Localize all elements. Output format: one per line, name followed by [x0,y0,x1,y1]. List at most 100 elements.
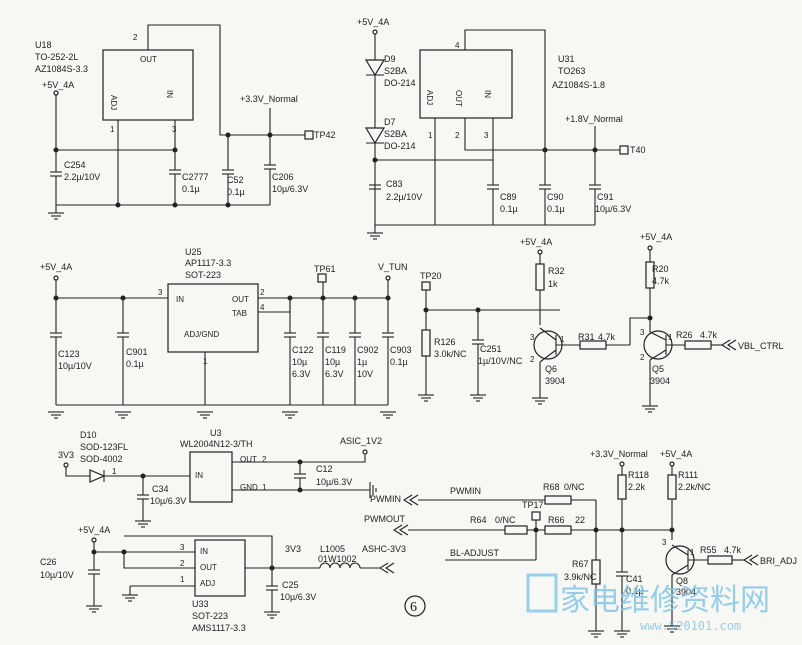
svg-text:2: 2 [455,131,460,140]
svg-text:4.7k: 4.7k [724,545,742,555]
svg-text:OUT: OUT [232,295,249,304]
svg-text:1k: 1k [548,279,558,289]
svg-text:SOD-123FL: SOD-123FL [80,442,128,452]
svg-text:0/NC: 0/NC [564,482,585,492]
svg-text:D7: D7 [384,117,396,127]
svg-text:R66: R66 [548,515,565,525]
svg-text:1: 1 [110,125,115,134]
svg-text:10µ: 10µ [292,357,307,367]
svg-text:R111: R111 [678,470,698,480]
svg-text:+5V_4A: +5V_4A [520,237,552,247]
svg-text:Q5: Q5 [652,364,664,374]
svg-text:2.2k/NC: 2.2k/NC [678,482,711,492]
svg-text:C52: C52 [227,175,244,185]
svg-text:10µ: 10µ [325,357,340,367]
svg-text:WL2004N12-3/TH: WL2004N12-3/TH [180,439,253,449]
svg-text:3: 3 [484,131,489,140]
svg-text:3: 3 [158,288,163,297]
svg-text:3V3: 3V3 [58,450,74,460]
svg-text:6.3V: 6.3V [292,369,311,379]
watermark: 家电维修资料网 www.520101.com [526,573,770,633]
svg-text:C89: C89 [500,192,517,202]
svg-text:TO263: TO263 [558,66,585,76]
svg-text:ASHC-3V3: ASHC-3V3 [362,544,406,554]
svg-text:2: 2 [262,455,267,464]
svg-text:TAB: TAB [232,309,247,318]
svg-text:SOD-4002: SOD-4002 [80,454,123,464]
svg-text:AZ1084S-3.3: AZ1084S-3.3 [35,64,88,74]
svg-text:1: 1 [180,575,185,584]
svg-text:D10: D10 [80,430,97,440]
svg-text:+5V_4A: +5V_4A [357,17,389,27]
svg-text:C122: C122 [292,345,314,355]
svg-text:10µ/6.3V: 10µ/6.3V [316,477,352,487]
svg-text:R20: R20 [652,264,669,274]
svg-text:C123: C123 [58,349,80,359]
svg-text:OUT: OUT [240,455,257,464]
svg-text:ADJ/GND: ADJ/GND [184,330,219,339]
u31-body [419,49,513,119]
svg-text:6.3V: 6.3V [325,369,344,379]
svg-text:4.7k: 4.7k [700,330,718,340]
svg-text:4.7k: 4.7k [652,276,670,286]
svg-text:PWMIN: PWMIN [370,494,401,504]
svg-text:0.1µ: 0.1µ [390,357,408,367]
svg-text:2: 2 [260,288,265,297]
svg-text:C206: C206 [272,172,294,182]
svg-text:AMS1117-3.3: AMS1117-3.3 [192,623,246,633]
svg-text:3904: 3904 [676,587,696,597]
svg-text:U25: U25 [185,247,202,257]
svg-text:2.2µ/10V: 2.2µ/10V [386,192,422,202]
svg-text:TP17: TP17 [522,500,544,510]
svg-text:IN: IN [165,90,174,98]
svg-text:10µ/6.3V: 10µ/6.3V [595,204,631,214]
svg-text:C25: C25 [282,580,299,590]
svg-text:DO-214: DO-214 [384,141,416,151]
svg-text:ADJ: ADJ [425,90,434,105]
svg-text:VBL_CTRL: VBL_CTRL [738,341,784,351]
svg-text:AP1117-3.3: AP1117-3.3 [185,258,231,268]
svg-text:2.2k: 2.2k [628,482,646,492]
svg-text:+3.3V_Normal: +3.3V_Normal [240,94,298,104]
svg-text:IN: IN [483,90,492,98]
svg-text:R26: R26 [676,330,693,340]
svg-text:3.0k/NC: 3.0k/NC [434,349,467,359]
svg-text:ADJ: ADJ [200,579,215,588]
svg-text:C903: C903 [390,345,412,355]
u18-block: U18 TO-252-2L AZ1084S-3.3 OUT ADJ IN 2 1… [35,24,336,220]
svg-text:+3.3V_Normal: +3.3V_Normal [590,449,648,459]
svg-text:1: 1 [112,467,117,476]
svg-text:10µ/10V: 10µ/10V [58,361,92,371]
svg-text:PWMIN: PWMIN [450,486,481,496]
svg-text:U33: U33 [192,599,209,609]
svg-text:R126: R126 [434,337,456,347]
svg-text:0.1µ: 0.1µ [182,184,200,194]
svg-text:U3: U3 [210,428,222,438]
svg-text:0/NC: 0/NC [495,515,516,525]
svg-text:ADJ: ADJ [109,95,118,110]
svg-text:C119: C119 [325,345,346,355]
svg-text:C91: C91 [597,192,614,202]
svg-text:C34: C34 [152,484,169,494]
svg-text:S2BA: S2BA [384,129,407,139]
svg-text:0.1µ: 0.1µ [547,204,565,214]
svg-text:3V3: 3V3 [285,544,301,554]
svg-text:R32: R32 [548,266,565,276]
svg-text:U31: U31 [558,54,575,64]
svg-text:+5V_4A: +5V_4A [40,262,72,272]
svg-text:2: 2 [530,355,535,364]
svg-text:C83: C83 [386,179,403,189]
svg-text:R31: R31 [578,332,595,342]
svg-text:C26: C26 [40,557,57,567]
svg-text:3: 3 [640,328,645,337]
svg-text:1: 1 [560,335,565,344]
svg-text:10µ/6.3V: 10µ/6.3V [272,184,308,194]
svg-text:3: 3 [530,333,535,342]
svg-text:C90: C90 [547,192,564,202]
svg-text:+5V_4A: +5V_4A [78,525,110,535]
svg-text:3904: 3904 [650,376,670,386]
